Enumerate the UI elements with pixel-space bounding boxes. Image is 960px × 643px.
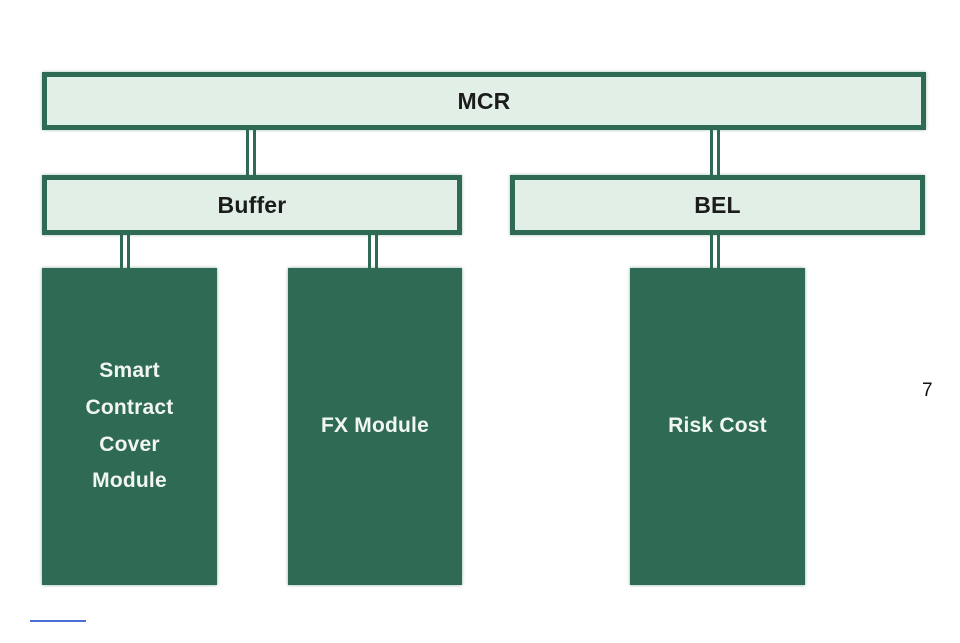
buffer-box: Buffer: [42, 175, 462, 235]
connector-bel-risk-cost: [710, 235, 720, 268]
fx-module-label: FX Module: [321, 414, 429, 438]
smart-contract-cover-module-box: Smart Contract Cover Module: [42, 268, 217, 585]
connector-mcr-buffer: [246, 130, 256, 175]
buffer-label: Buffer: [217, 191, 287, 218]
connector-mcr-bel: [710, 130, 720, 175]
fx-module-box: FX Module: [288, 268, 462, 585]
risk-cost-box: Risk Cost: [630, 268, 805, 585]
bel-label: BEL: [694, 191, 741, 218]
mcr-label: MCR: [457, 87, 511, 114]
bel-box: BEL: [510, 175, 925, 235]
footer-blue-line: [30, 620, 86, 622]
smart-contract-cover-module-label: Smart Contract Cover Module: [85, 359, 174, 493]
risk-cost-label: Risk Cost: [668, 414, 767, 438]
connector-buffer-smart-contract: [120, 235, 130, 268]
page-number: 7: [922, 380, 933, 401]
connector-buffer-fx-module: [368, 235, 378, 268]
mcr-box: MCR: [42, 72, 926, 130]
